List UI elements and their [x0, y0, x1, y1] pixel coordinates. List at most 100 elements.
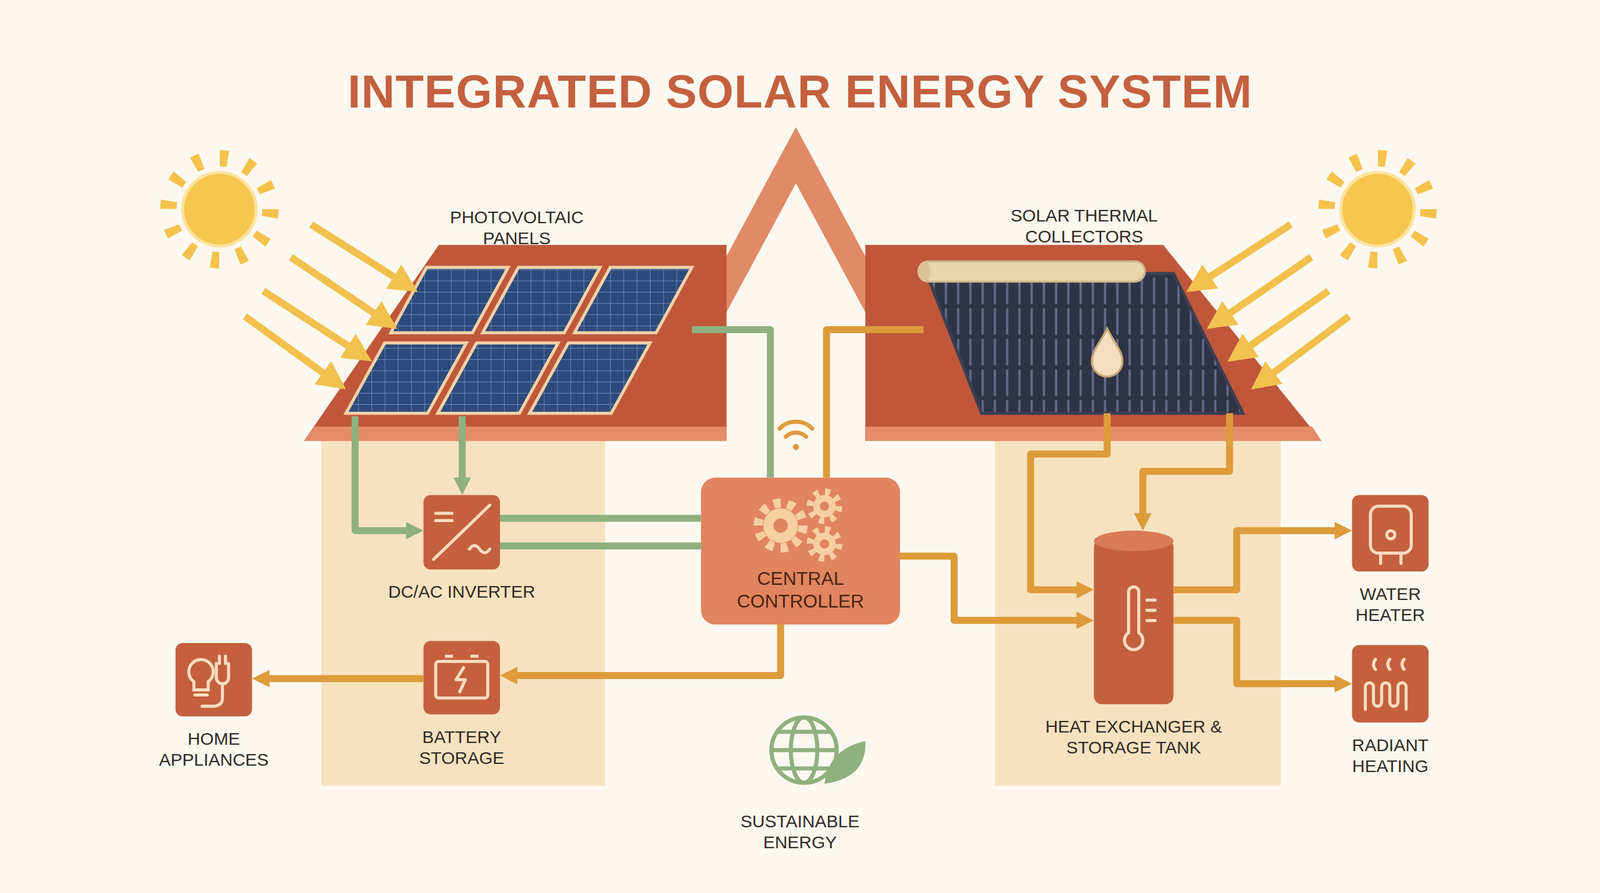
illustration-part: [865, 426, 1322, 442]
illustration-part: [1124, 586, 1156, 650]
illustration-part: [1093, 530, 1174, 552]
illustration-part: [435, 656, 488, 699]
flow-connector: [500, 624, 781, 685]
storage-tank: HEAT EXCHANGER & STORAGE TANK: [1093, 530, 1174, 705]
connector-line: [500, 542, 702, 550]
illustration-part: [168, 158, 271, 261]
illustration-part: [701, 477, 900, 625]
node-label: CENTRAL CONTROLLER: [718, 567, 882, 613]
node-label: RADIANT HEATING: [1329, 734, 1452, 777]
illustration-part: [1147, 619, 1156, 623]
illustration-part: [773, 518, 788, 534]
illustration-part: [1365, 682, 1406, 710]
illustration-part: [1399, 552, 1403, 564]
illustration-part: [793, 444, 800, 451]
flow-connector: [252, 669, 424, 688]
arrow-head: [1334, 675, 1353, 693]
illustration-part: [758, 502, 803, 548]
illustration-part: [1326, 158, 1430, 261]
flow-connector: [1030, 413, 1108, 599]
illustration-part: [188, 659, 214, 690]
illustration-part: [824, 740, 866, 784]
connector-line: [458, 416, 466, 481]
arrow-head: [1134, 513, 1152, 531]
illustration-part: [1195, 224, 1291, 286]
illustration-part: [763, 508, 799, 544]
illustration-part: [1260, 316, 1350, 383]
flow-connector: [691, 329, 771, 478]
illustration-part: [433, 505, 491, 560]
illustration-part: [1147, 608, 1156, 612]
flow-connector: [500, 545, 702, 546]
illustration-part: [813, 532, 837, 556]
illustration-part: [435, 661, 488, 699]
illustration-part: [345, 267, 692, 414]
connector-line: [500, 515, 702, 523]
illustration-part: [244, 224, 1349, 383]
connector-line: [826, 329, 924, 478]
arrow-head: [1334, 522, 1353, 540]
illustration-part: [444, 654, 453, 658]
diagram-title: INTEGRATED SOLAR ENERGY SYSTEM: [0, 65, 1600, 119]
illustration-part: [779, 421, 813, 450]
arrow-head: [500, 666, 518, 685]
flow-connector: [355, 416, 424, 540]
water-heater-box: WATER HEATER: [1352, 494, 1430, 572]
radiant-box: RADIANT HEATING: [1352, 644, 1430, 723]
connector-line: [1143, 413, 1230, 517]
illustration-part: [423, 640, 500, 714]
illustration-part: [188, 656, 229, 707]
illustration-part: [918, 261, 1146, 282]
illustration-part: [202, 656, 230, 707]
flow-connector: [1173, 522, 1352, 591]
illustration-part: [810, 529, 839, 559]
arrow-head: [1076, 611, 1094, 630]
illustration-part: [304, 426, 727, 442]
node-label: BATTERY STORAGE: [400, 726, 524, 769]
illustration-part: [1370, 506, 1412, 564]
illustration-part: [1340, 172, 1414, 246]
arrow-head: [453, 477, 471, 495]
connector-line: [266, 675, 424, 682]
node-label: SOLAR THERMAL COLLECTORS: [1002, 205, 1166, 248]
illustration-part: [574, 267, 692, 333]
illustration-part: [304, 244, 727, 441]
illustration-part: [918, 261, 931, 282]
illustration-part: [529, 343, 650, 414]
illustration-part: [423, 494, 500, 570]
illustration-part: [435, 519, 452, 523]
illustration-part: [994, 433, 1281, 787]
thermal-collector: SOLAR THERMAL COLLECTORS: [923, 261, 1245, 414]
node-label: HEAT EXCHANGER & STORAGE TANK: [1031, 716, 1236, 759]
illustration-part: [194, 693, 207, 697]
illustration-part: [777, 731, 831, 769]
flow-connector: [1134, 413, 1230, 531]
illustration-part: [813, 494, 837, 518]
illustration-part: [1373, 659, 1405, 670]
illustration-part: [433, 505, 491, 560]
inverter-box: DC/AC INVERTER: [423, 494, 500, 570]
illustration-part: [758, 491, 839, 559]
pv-panels: PHOTOVOLTAIC PANELS: [341, 263, 692, 417]
illustration-part: [1386, 530, 1395, 539]
illustration-part: [1093, 538, 1174, 705]
node-label: PHOTOVOLTAIC PANELS: [440, 206, 594, 249]
node-label: DC/AC INVERTER: [349, 581, 574, 603]
illustration-part: [456, 666, 466, 694]
illustration-part: [779, 421, 813, 429]
arrow-head: [252, 669, 270, 688]
connector-line: [1173, 530, 1338, 591]
illustration-part: [175, 643, 253, 717]
illustration-part: [771, 748, 837, 753]
illustration-part: [263, 290, 363, 356]
arrow-head: [1076, 580, 1094, 599]
controller-box: CENTRAL CONTROLLER: [701, 477, 900, 625]
illustration-part: [290, 256, 388, 323]
illustration-part: [469, 545, 490, 553]
connector-line: [355, 416, 410, 531]
flow-connector: [453, 416, 471, 495]
illustration-part: [1379, 552, 1382, 564]
illustration-part: [321, 433, 606, 787]
illustration-part: [1124, 586, 1144, 650]
